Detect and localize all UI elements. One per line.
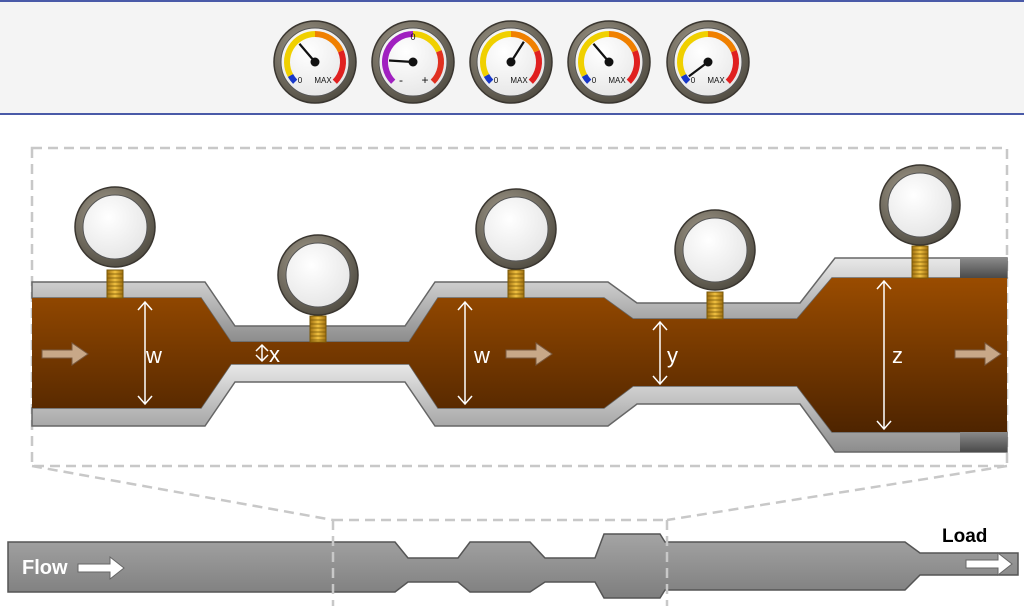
dimension-w-left (137, 300, 153, 406)
pipe-gauge-5 (879, 164, 961, 279)
gauge-plus-label: + (421, 73, 428, 87)
label-y: y (667, 343, 678, 368)
dimension-y (652, 320, 668, 386)
dimension-w-middle (457, 300, 473, 406)
label-w-left: w (145, 343, 162, 368)
gauge-min-label: 0 (691, 76, 696, 85)
pipe-wall-shade-top (960, 258, 1007, 278)
gauge-pressure-3[interactable]: 0 MAX (469, 20, 553, 104)
pipe-gauge-2 (277, 234, 359, 343)
load-label: Load (942, 526, 987, 547)
zoom-frame (30, 146, 1009, 468)
flow-arrow-3 (954, 342, 1002, 366)
zoom-connector-left (31, 464, 334, 522)
flow-arrow-2 (505, 342, 553, 366)
load-arrow-icon (965, 551, 1013, 577)
gauge-minus-label: - (399, 73, 403, 87)
gauge-zero-label: 0 (410, 32, 415, 42)
label-x: x (269, 342, 280, 367)
zoom-connector-right (666, 464, 1008, 522)
dimension-x (255, 343, 269, 363)
gauge-max-label: MAX (608, 76, 626, 85)
gauge-min-label: 0 (592, 76, 597, 85)
flow-arrow-1 (41, 342, 89, 366)
gauge-difference-2[interactable]: 0 - + (371, 20, 455, 104)
pipe-gauge-3 (475, 188, 557, 299)
pipe-gauges (74, 164, 961, 343)
gauge-max-label: MAX (510, 76, 528, 85)
gauge-min-label: 0 (494, 76, 499, 85)
dimension-z (876, 279, 892, 431)
gauge-pressure-4[interactable]: 0 MAX (567, 20, 651, 104)
gauge-pressure-1[interactable]: 0 MAX (273, 20, 357, 104)
overview-pipe (7, 533, 1019, 599)
flow-arrow-icon (77, 555, 125, 581)
pipe-gauge-1 (74, 186, 156, 299)
label-z: z (892, 343, 903, 368)
gauge-max-label: MAX (707, 76, 725, 85)
gauge-max-label: MAX (314, 76, 332, 85)
pipe-wall-shade-bottom (960, 432, 1007, 452)
label-w-middle: w (473, 343, 490, 368)
pipe-gauge-4 (674, 209, 756, 320)
flow-label: Flow (22, 557, 68, 579)
gauge-min-label: 0 (298, 76, 303, 85)
gauge-pressure-5[interactable]: 0 MAX (666, 20, 750, 104)
